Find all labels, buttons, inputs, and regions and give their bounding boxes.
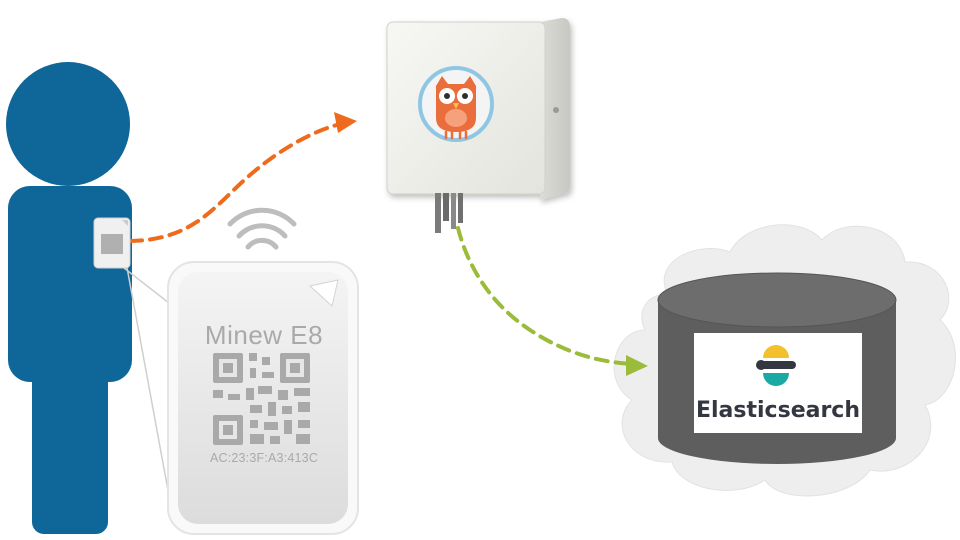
gateway-cables [435,193,463,233]
person-icon [6,62,132,534]
owl-logo-icon [418,66,494,142]
arrow-tag-to-gateway [128,112,357,243]
database-icon [657,272,897,464]
small-beacon-tag [93,217,131,269]
qr-code-icon [101,234,123,254]
arrow-gateway-to-database [456,226,648,376]
qr-code-icon [213,353,310,445]
elasticsearch-logo-icon [756,345,796,386]
large-beacon-tag [167,261,359,535]
elasticsearch-label: Elasticsearch [695,398,861,423]
wifi-signal-icon [227,207,297,250]
tag-mac-address: AC:23:3F:A3:413C [209,451,319,465]
tag-model-label: Minew E8 [204,320,324,350]
